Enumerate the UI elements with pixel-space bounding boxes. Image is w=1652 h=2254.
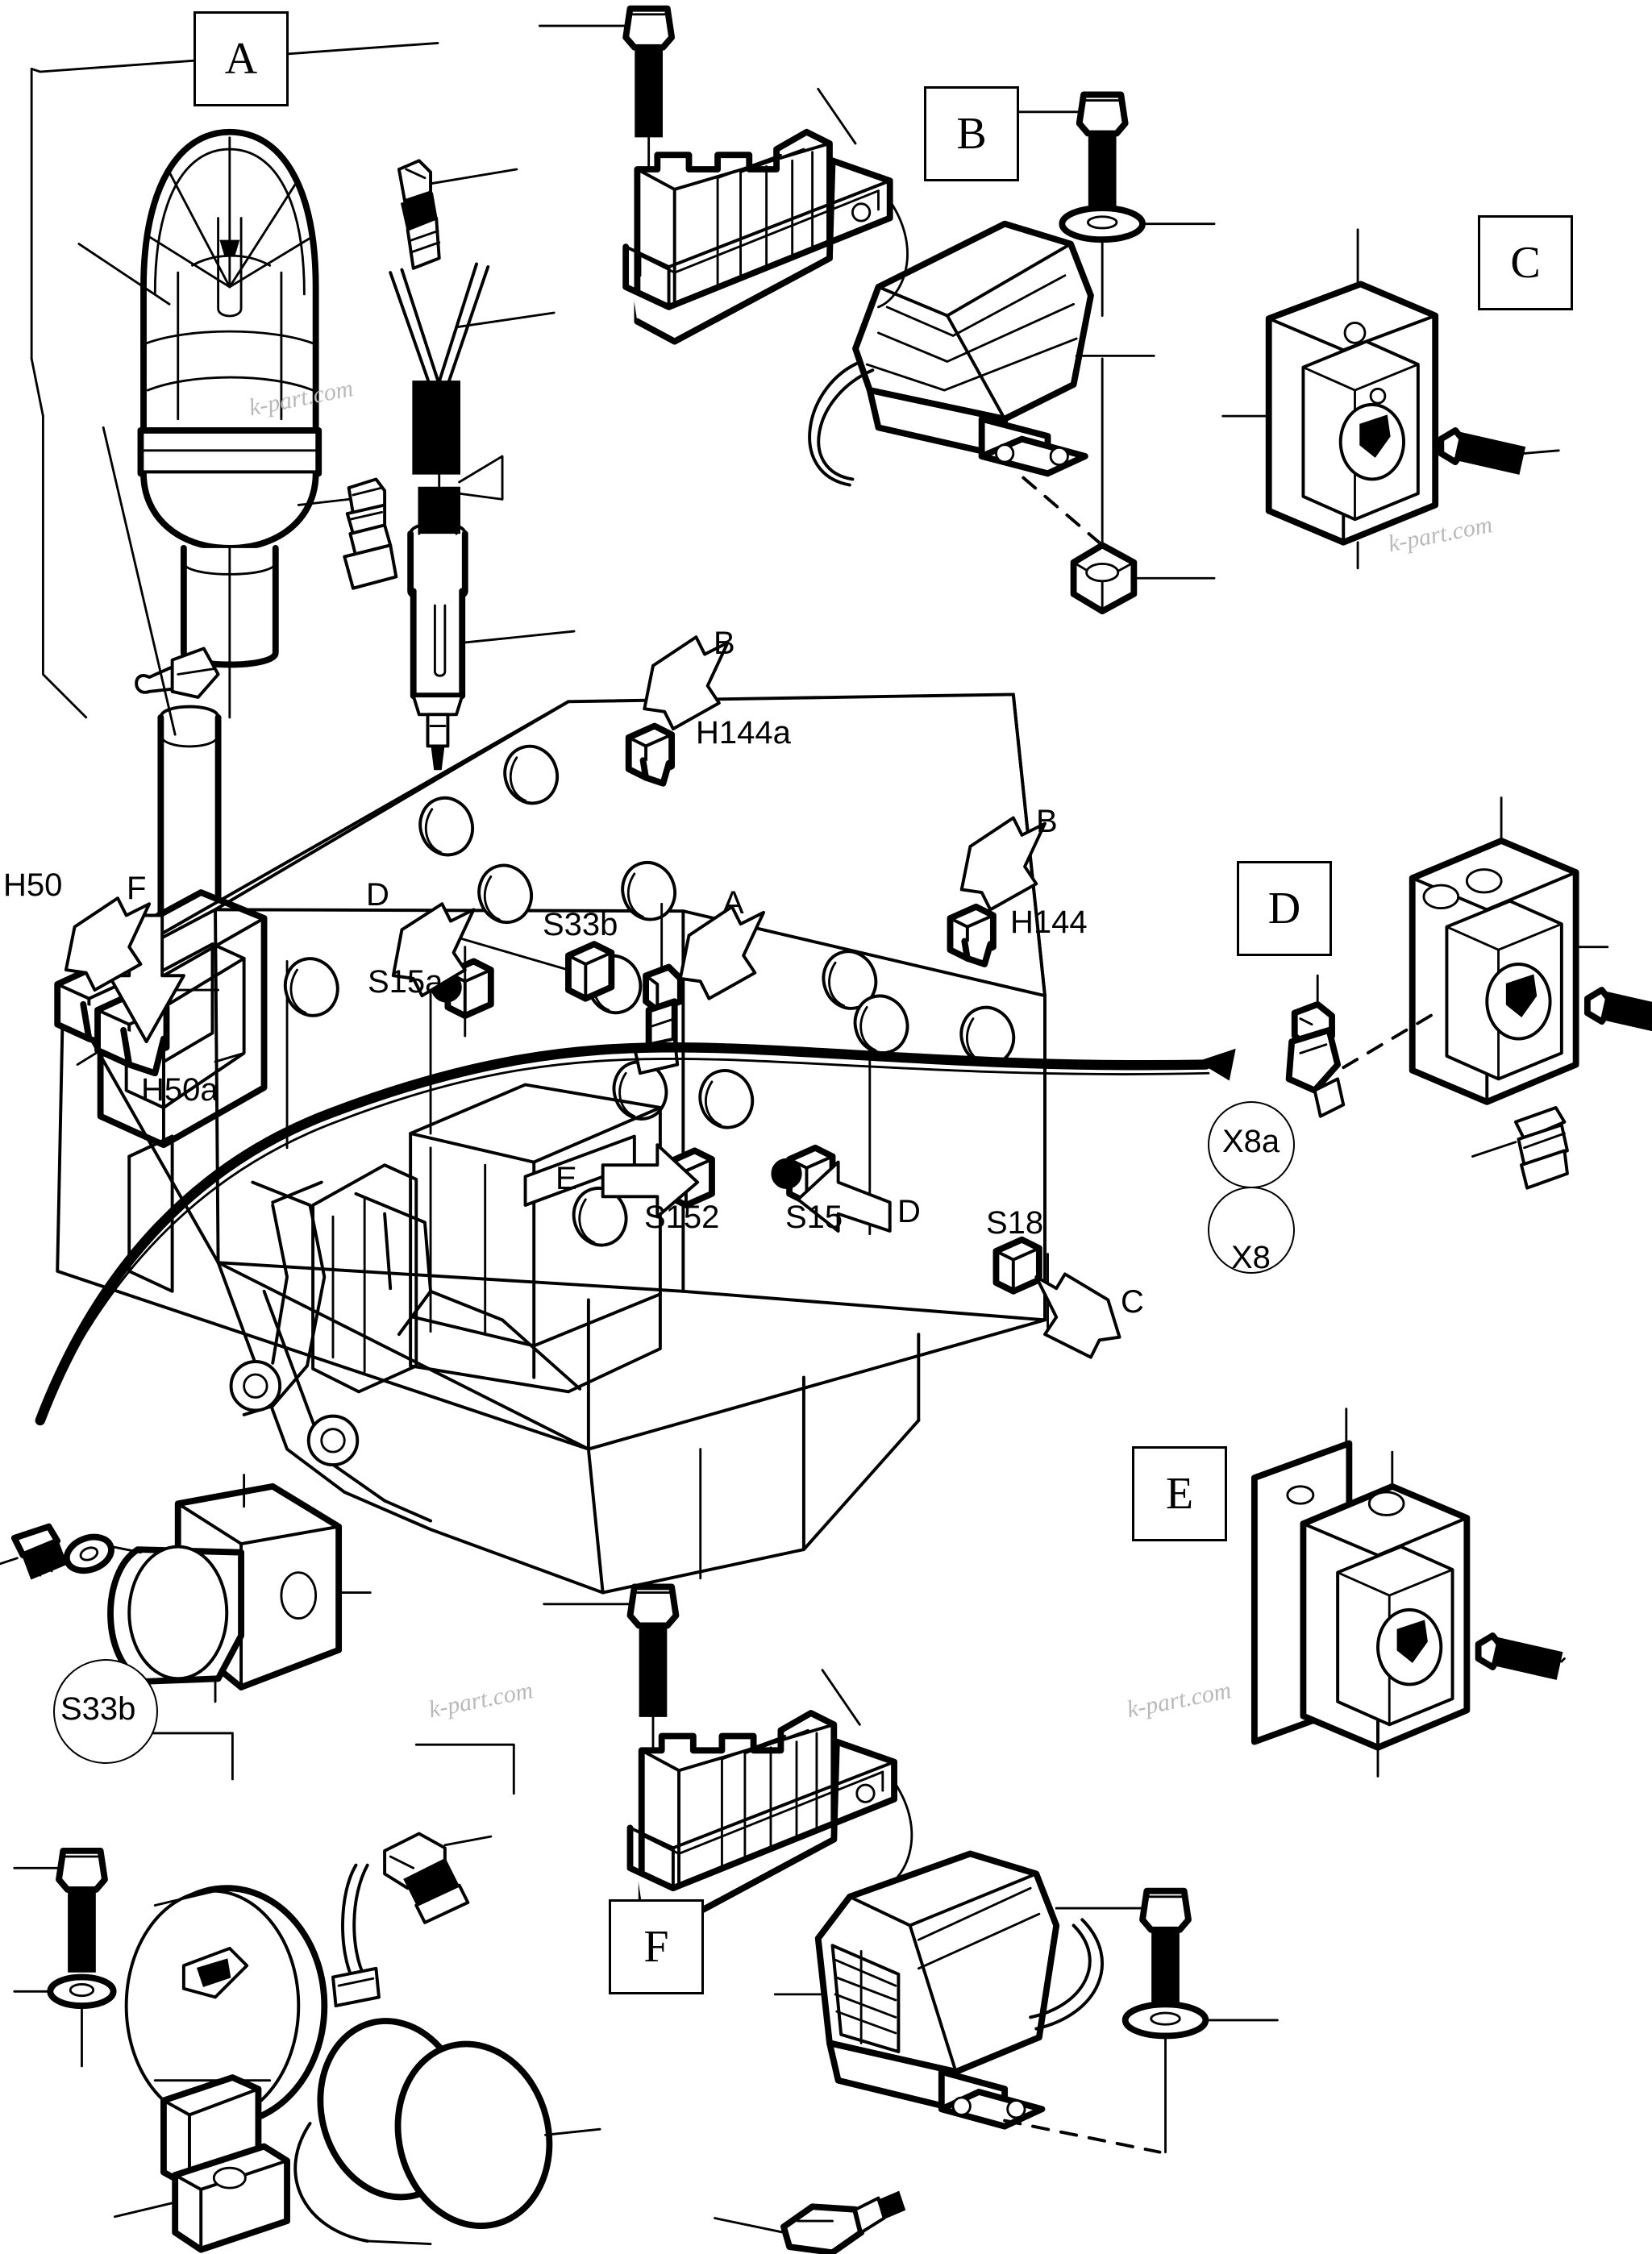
circle-label-s33b	[53, 1659, 158, 1764]
callout-b-right: B	[1036, 804, 1058, 839]
callout-h144a: H144a	[696, 715, 791, 751]
group-section-e	[1250, 1408, 1566, 1778]
callout-s15a: S15a	[368, 964, 443, 1000]
callout-d-left: D	[366, 877, 389, 913]
detail-box-E: E	[1132, 1446, 1227, 1541]
group-main-cab	[35, 692, 1236, 1595]
callout-h50: H50	[3, 867, 63, 903]
callout-f-arrow: F	[127, 871, 147, 906]
callout-s15: S15	[785, 1200, 843, 1235]
circle-label-x8a-text: X8a	[1222, 1124, 1280, 1159]
detail-box-D: D	[1237, 861, 1332, 956]
group-headlamp	[13, 1732, 601, 2253]
circle-label-s33b-text: S33b	[60, 1691, 136, 1727]
detail-box-C: C	[1478, 215, 1573, 310]
group-section-c	[1221, 228, 1560, 570]
callout-s18: S18	[986, 1205, 1044, 1241]
circle-label-x8	[1208, 1187, 1295, 1274]
group-horn-s33b	[0, 1474, 372, 1718]
callout-d-cab: D	[897, 1194, 921, 1229]
callout-h144: H144	[1010, 905, 1088, 940]
detail-box-B: B	[924, 86, 1019, 181]
group-section-f	[543, 1583, 1279, 2254]
group-section-a	[30, 41, 576, 1149]
circle-label-x8-text: X8	[1231, 1240, 1271, 1275]
callout-b-top: B	[714, 626, 735, 661]
group-section-b	[538, 5, 1216, 615]
callout-e-cab: E	[556, 1161, 577, 1196]
callout-s152: S152	[644, 1200, 720, 1235]
detail-box-F: F	[609, 1899, 704, 1994]
callout-a-cab: A	[722, 885, 744, 921]
group-section-d	[1285, 796, 1652, 1190]
callout-s33b-cab: S33b	[543, 907, 618, 942]
callout-h50a: H50a	[141, 1072, 218, 1108]
callout-c-cab: C	[1121, 1284, 1144, 1320]
detail-box-A: A	[193, 11, 289, 106]
